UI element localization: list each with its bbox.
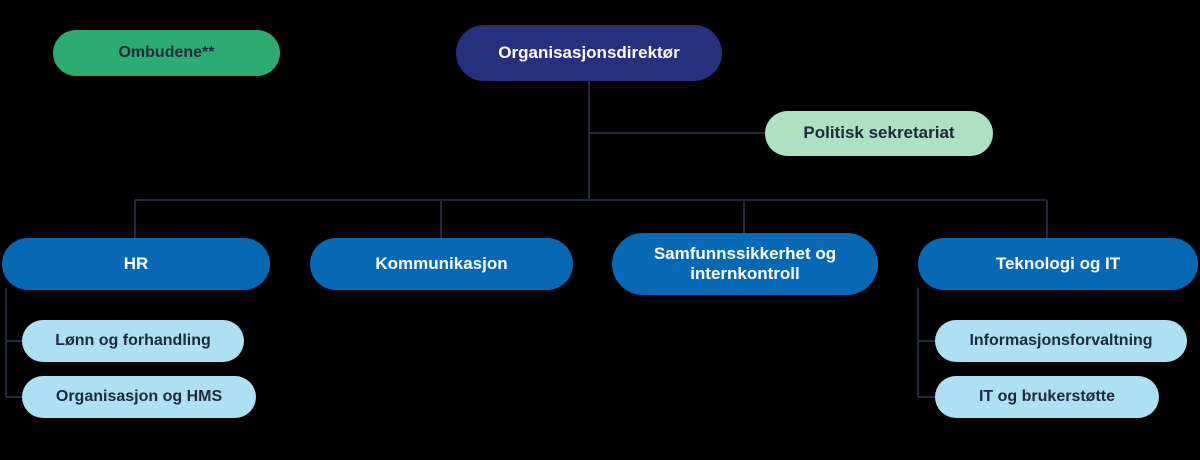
- node-samfunnssikkerhet[interactable]: Samfunnssikkerhet og internkontroll: [612, 233, 878, 295]
- node-label-hr: HR: [123, 253, 149, 273]
- node-organisasjon-og-hms[interactable]: Organisasjon og HMS: [22, 376, 256, 418]
- node-label-organisasjon-og-hms: Organisasjon og HMS: [55, 387, 223, 405]
- node-label-organisasjonsdirektor: Organisasjonsdirektør: [498, 42, 680, 62]
- node-hr[interactable]: HR: [2, 238, 270, 290]
- node-label-kommunikasjon: Kommunikasjon: [375, 253, 508, 273]
- node-label-lonn-og-forhandling: Lønn og forhandling: [55, 331, 211, 349]
- node-organisasjonsdirektor[interactable]: Organisasjonsdirektør: [456, 25, 722, 81]
- node-ombudene[interactable]: Ombudene**: [53, 30, 280, 76]
- node-lonn-og-forhandling[interactable]: Lønn og forhandling: [22, 320, 244, 362]
- node-label-samfunnssikkerhet: Samfunnssikkerhet og internkontroll: [653, 243, 837, 283]
- node-teknologi-og-it[interactable]: Teknologi og IT: [918, 238, 1198, 290]
- node-label-informasjonsforvaltning: Informasjonsforvaltning: [969, 331, 1153, 349]
- node-it-og-brukerstotte[interactable]: IT og brukerstøtte: [935, 376, 1159, 418]
- node-label-politisk-sekretariat: Politisk sekretariat: [803, 123, 955, 143]
- node-informasjonsforvaltning[interactable]: Informasjonsforvaltning: [935, 320, 1187, 362]
- node-label-ombudene: Ombudene**: [118, 43, 215, 61]
- node-label-teknologi-og-it: Teknologi og IT: [995, 253, 1121, 273]
- node-label-it-og-brukerstotte: IT og brukerstøtte: [978, 387, 1115, 405]
- node-kommunikasjon[interactable]: Kommunikasjon: [310, 238, 573, 290]
- node-politisk-sekretariat[interactable]: Politisk sekretariat: [765, 111, 993, 156]
